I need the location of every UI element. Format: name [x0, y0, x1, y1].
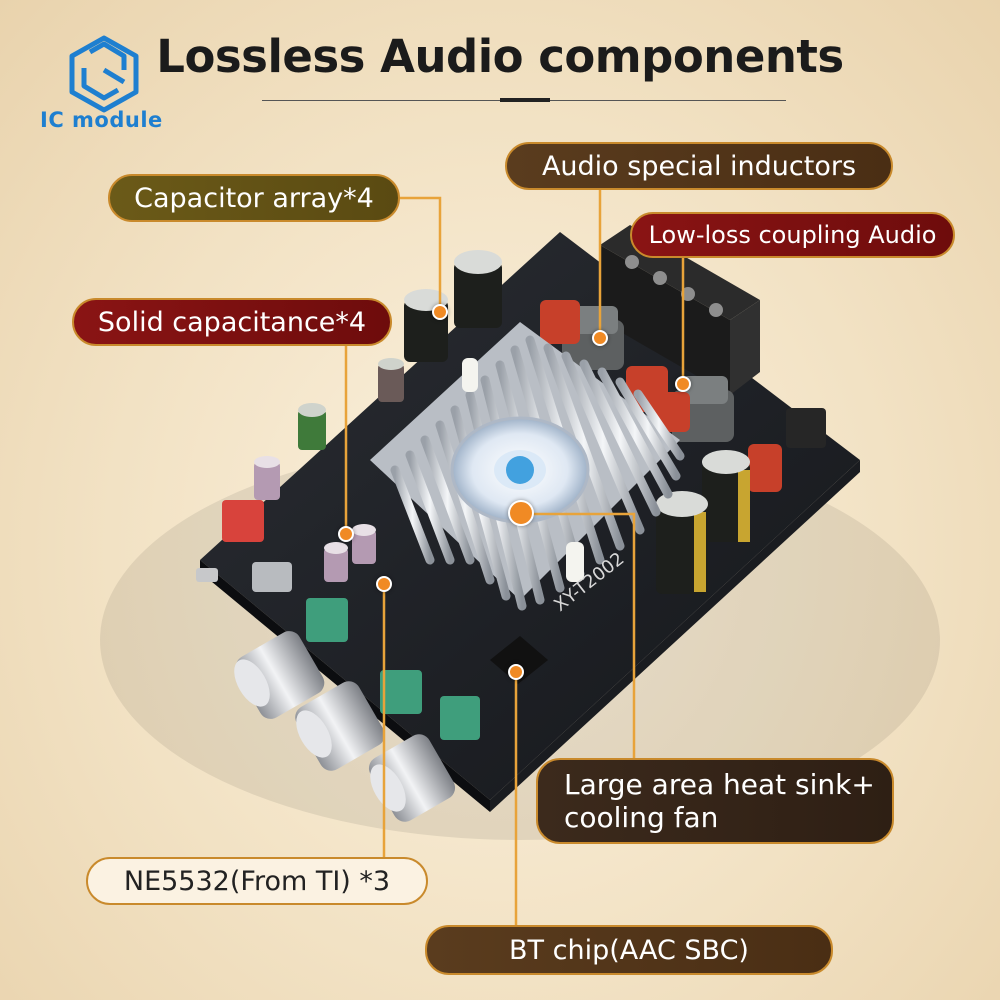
hexagon-cube-logo-icon	[69, 35, 139, 113]
marker-bt-chip	[508, 664, 524, 680]
heat-sink-line2: cooling fan	[564, 801, 719, 834]
callout-bt-chip: BT chip(AAC SBC)	[425, 925, 833, 975]
marker-heat-sink	[508, 500, 534, 526]
callout-heat-sink: Large area heat sink+ cooling fan	[536, 758, 894, 844]
heat-sink	[370, 322, 685, 611]
marker-ne5532	[376, 576, 392, 592]
volume-knobs	[234, 598, 480, 822]
callout-low-loss-coupling: Low-loss coupling Audio	[630, 212, 955, 258]
heat-sink-line1: Large area heat sink+	[564, 767, 875, 801]
callout-solid-capacitance: Solid capacitance*4	[72, 298, 392, 346]
marker-coupling	[675, 376, 691, 392]
marker-solid-capacitance	[338, 526, 354, 542]
marker-capacitor-array	[432, 304, 448, 320]
page-title: Lossless Audio components	[156, 30, 844, 83]
electrolytic-caps	[254, 250, 750, 594]
callout-capacitor-array: Capacitor array*4	[108, 174, 400, 222]
marker-inductors	[592, 330, 608, 346]
title-underline-accent	[500, 98, 550, 102]
callout-audio-inductors: Audio special inductors	[505, 142, 893, 190]
brand-name: IC module	[40, 108, 163, 132]
callout-ne5532: NE5532(From TI) *3	[86, 857, 428, 905]
